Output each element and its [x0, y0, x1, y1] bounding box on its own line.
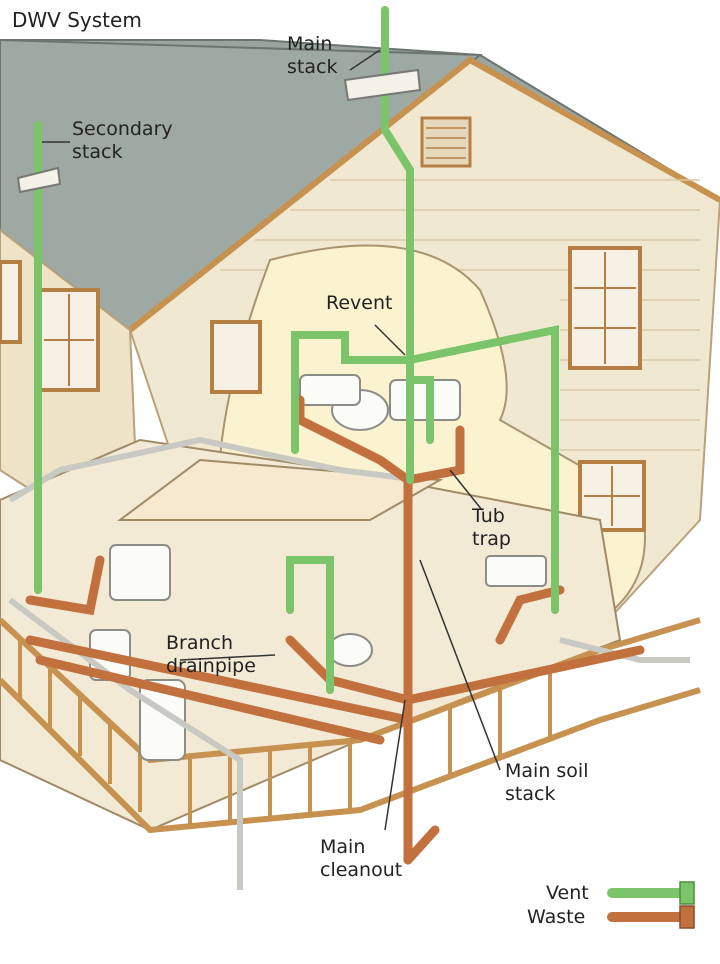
- label-tub-trap: Tub trap: [472, 505, 511, 550]
- label-revent: Revent: [326, 292, 393, 314]
- gable-trim: [128, 56, 720, 333]
- leader-lines: [42, 49, 501, 831]
- secondary-stack-flashing: [16, 166, 62, 194]
- legend-waste-swatch: [607, 905, 695, 929]
- gable-vent: [420, 116, 472, 168]
- legend-waste-label: Waste: [527, 906, 586, 928]
- label-main-stack: Main stack: [287, 33, 338, 78]
- diagram-title: DWV System: [12, 8, 142, 32]
- label-secondary-stack: Secondary stack: [72, 118, 173, 163]
- label-branch-drainpipe: Branch drainpipe: [166, 632, 256, 677]
- vent-pipes: [34, 6, 559, 694]
- foundation-joists: [0, 617, 701, 834]
- main-stack-flashing: [343, 68, 422, 102]
- legend-vent-swatch: [607, 881, 695, 905]
- window-upper-right: [568, 246, 642, 370]
- foundation-studs: [18, 640, 552, 826]
- legend-vent-label: Vent: [546, 882, 589, 904]
- label-main-cleanout: Main cleanout: [320, 836, 403, 881]
- label-main-soil-stack: Main soil stack: [505, 760, 589, 805]
- window-middle: [210, 320, 262, 394]
